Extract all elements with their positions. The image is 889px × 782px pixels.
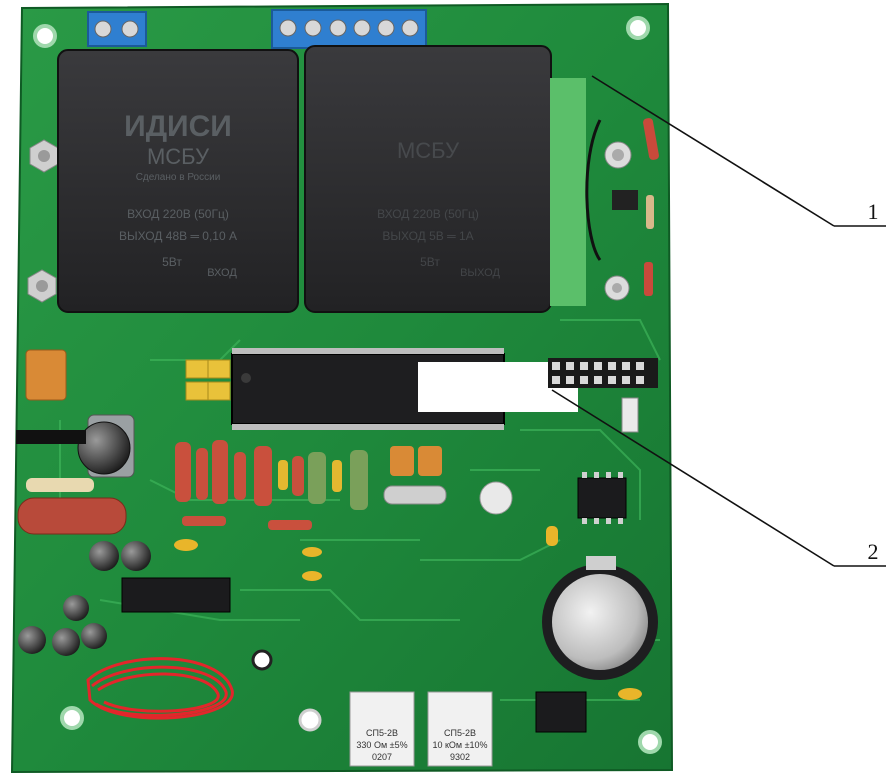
ic-8pin-upper bbox=[577, 472, 627, 524]
module-right-model: МСБУ bbox=[397, 138, 460, 163]
module-right-output: ВЫХОД 5В ═ 1А bbox=[382, 229, 473, 243]
pot-left-type: СП5-2В bbox=[366, 728, 398, 738]
power-module-left: ИДИСИ МСБУ Сделано в России ВХОД 220В (5… bbox=[57, 49, 299, 313]
crystal-and-caps bbox=[383, 446, 513, 515]
module-left-model: МСБУ bbox=[147, 144, 210, 169]
terminal-block-right bbox=[271, 9, 427, 49]
callout-leaders bbox=[551, 75, 886, 567]
pot-left-code: 0207 bbox=[372, 752, 392, 762]
pot-right-value: 10 кОм ±10% bbox=[432, 740, 487, 750]
electrolytic-capacitor-large bbox=[16, 414, 135, 478]
red-wire-coil bbox=[86, 657, 234, 720]
pot-right-code: 9302 bbox=[450, 752, 470, 762]
small-electrolytic-capacitors bbox=[18, 541, 151, 656]
orange-capacitor bbox=[25, 349, 67, 401]
resistor-array bbox=[17, 440, 368, 535]
module-left-tagline: Сделано в России bbox=[136, 172, 221, 183]
module-left-power: 5Вт bbox=[162, 255, 182, 269]
module-left-output: ВЫХОД 48В ═ 0,10 А bbox=[119, 229, 237, 243]
module-right-mark: ВЫХОД bbox=[460, 267, 500, 279]
yellow-capacitors bbox=[185, 359, 231, 401]
pin-header bbox=[548, 358, 658, 433]
mounting-holes bbox=[33, 16, 662, 754]
pot-right-type: СП5-2В bbox=[444, 728, 476, 738]
ic-8pin-lower bbox=[535, 691, 587, 733]
module-left-brand: ИДИСИ bbox=[124, 110, 232, 143]
module-label-strip bbox=[550, 78, 586, 306]
module-left-mark: ВХОД bbox=[207, 267, 237, 279]
power-module-right: МСБУ ВХОД 220В (50Гц) ВЫХОД 5В ═ 1А 5Вт … bbox=[304, 45, 552, 313]
callout-1: 1 bbox=[868, 199, 879, 224]
terminal-block-left bbox=[87, 11, 147, 47]
trimmer-pot-left: СП5-2В 330 Ом ±5% 0207 bbox=[349, 691, 415, 767]
trimmer-pot-right: СП5-2В 10 кОм ±10% 9302 bbox=[427, 691, 493, 767]
microcontroller-chip bbox=[231, 348, 578, 430]
module-right-input: ВХОД 220В (50Гц) bbox=[377, 207, 479, 221]
right-resistors bbox=[585, 118, 659, 296]
callout-2: 2 bbox=[868, 539, 879, 564]
small-yellow-parts bbox=[174, 526, 642, 700]
coin-battery bbox=[542, 556, 658, 680]
module-left-input: ВХОД 220В (50Гц) bbox=[127, 207, 229, 221]
mounting-nuts bbox=[27, 139, 632, 303]
pot-left-value: 330 Ом ±5% bbox=[356, 740, 407, 750]
ic-16pin bbox=[121, 577, 231, 613]
module-right-power: 5Вт bbox=[420, 255, 440, 269]
